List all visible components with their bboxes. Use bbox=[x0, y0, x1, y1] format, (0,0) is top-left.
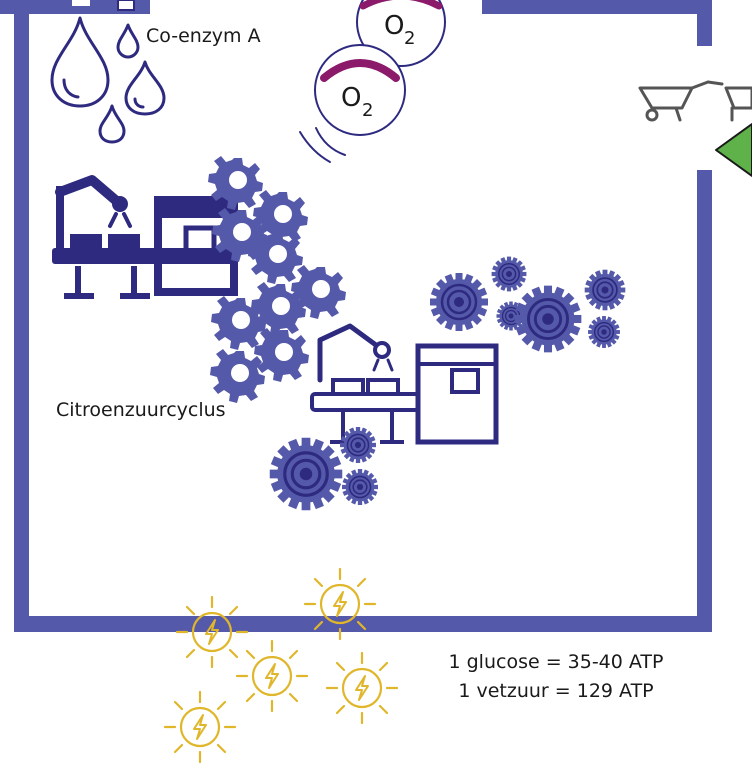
atp-fatty-acid-line: 1 vetzuur = 129 ATP bbox=[458, 680, 654, 702]
wheelbarrow-icon bbox=[638, 80, 752, 122]
atp-summary: 1 glucose = 35-40 ATP 1 vetzuur = 129 AT… bbox=[396, 648, 716, 706]
coenzym-label: Co-enzym A bbox=[146, 25, 261, 47]
oxygen-molecule-icon bbox=[299, 0, 446, 163]
oxygen-label: O 2 O 2 bbox=[341, 11, 415, 121]
energy-bolt-icon bbox=[163, 690, 237, 764]
gear-cluster-lower bbox=[268, 426, 379, 512]
energy-bolt-icon bbox=[235, 639, 309, 713]
oxygen-symbol-top: O bbox=[384, 11, 404, 41]
gear-cluster-right bbox=[428, 255, 627, 354]
oxygen-subscript-bottom: 2 bbox=[362, 100, 373, 121]
oxygen-symbol-bottom: O bbox=[341, 83, 361, 113]
membrane-right-lower bbox=[697, 170, 712, 632]
coenzyme-drops-icon bbox=[50, 16, 166, 144]
outer-membrane bbox=[0, 0, 712, 632]
citric-acid-cycle-machine bbox=[310, 323, 499, 445]
membrane-right-upper bbox=[697, 0, 712, 46]
energy-bolt-icon bbox=[303, 567, 377, 641]
robot-conveyor-machine bbox=[52, 175, 238, 299]
atp-energy-icons bbox=[163, 567, 399, 764]
membrane-bottom bbox=[14, 616, 712, 632]
oxygen-subscript-top: 2 bbox=[404, 28, 415, 49]
citroenzuurcyclus-label: Citroenzuurcyclus bbox=[56, 399, 226, 421]
gear-cluster-upper bbox=[208, 156, 346, 403]
membrane-top-left bbox=[0, 0, 150, 14]
energy-bolt-icon bbox=[325, 651, 399, 725]
membrane-top-right bbox=[482, 0, 712, 14]
arrow-icon bbox=[715, 123, 752, 177]
membrane-left bbox=[14, 0, 29, 632]
atp-glucose-line: 1 glucose = 35-40 ATP bbox=[448, 651, 664, 673]
